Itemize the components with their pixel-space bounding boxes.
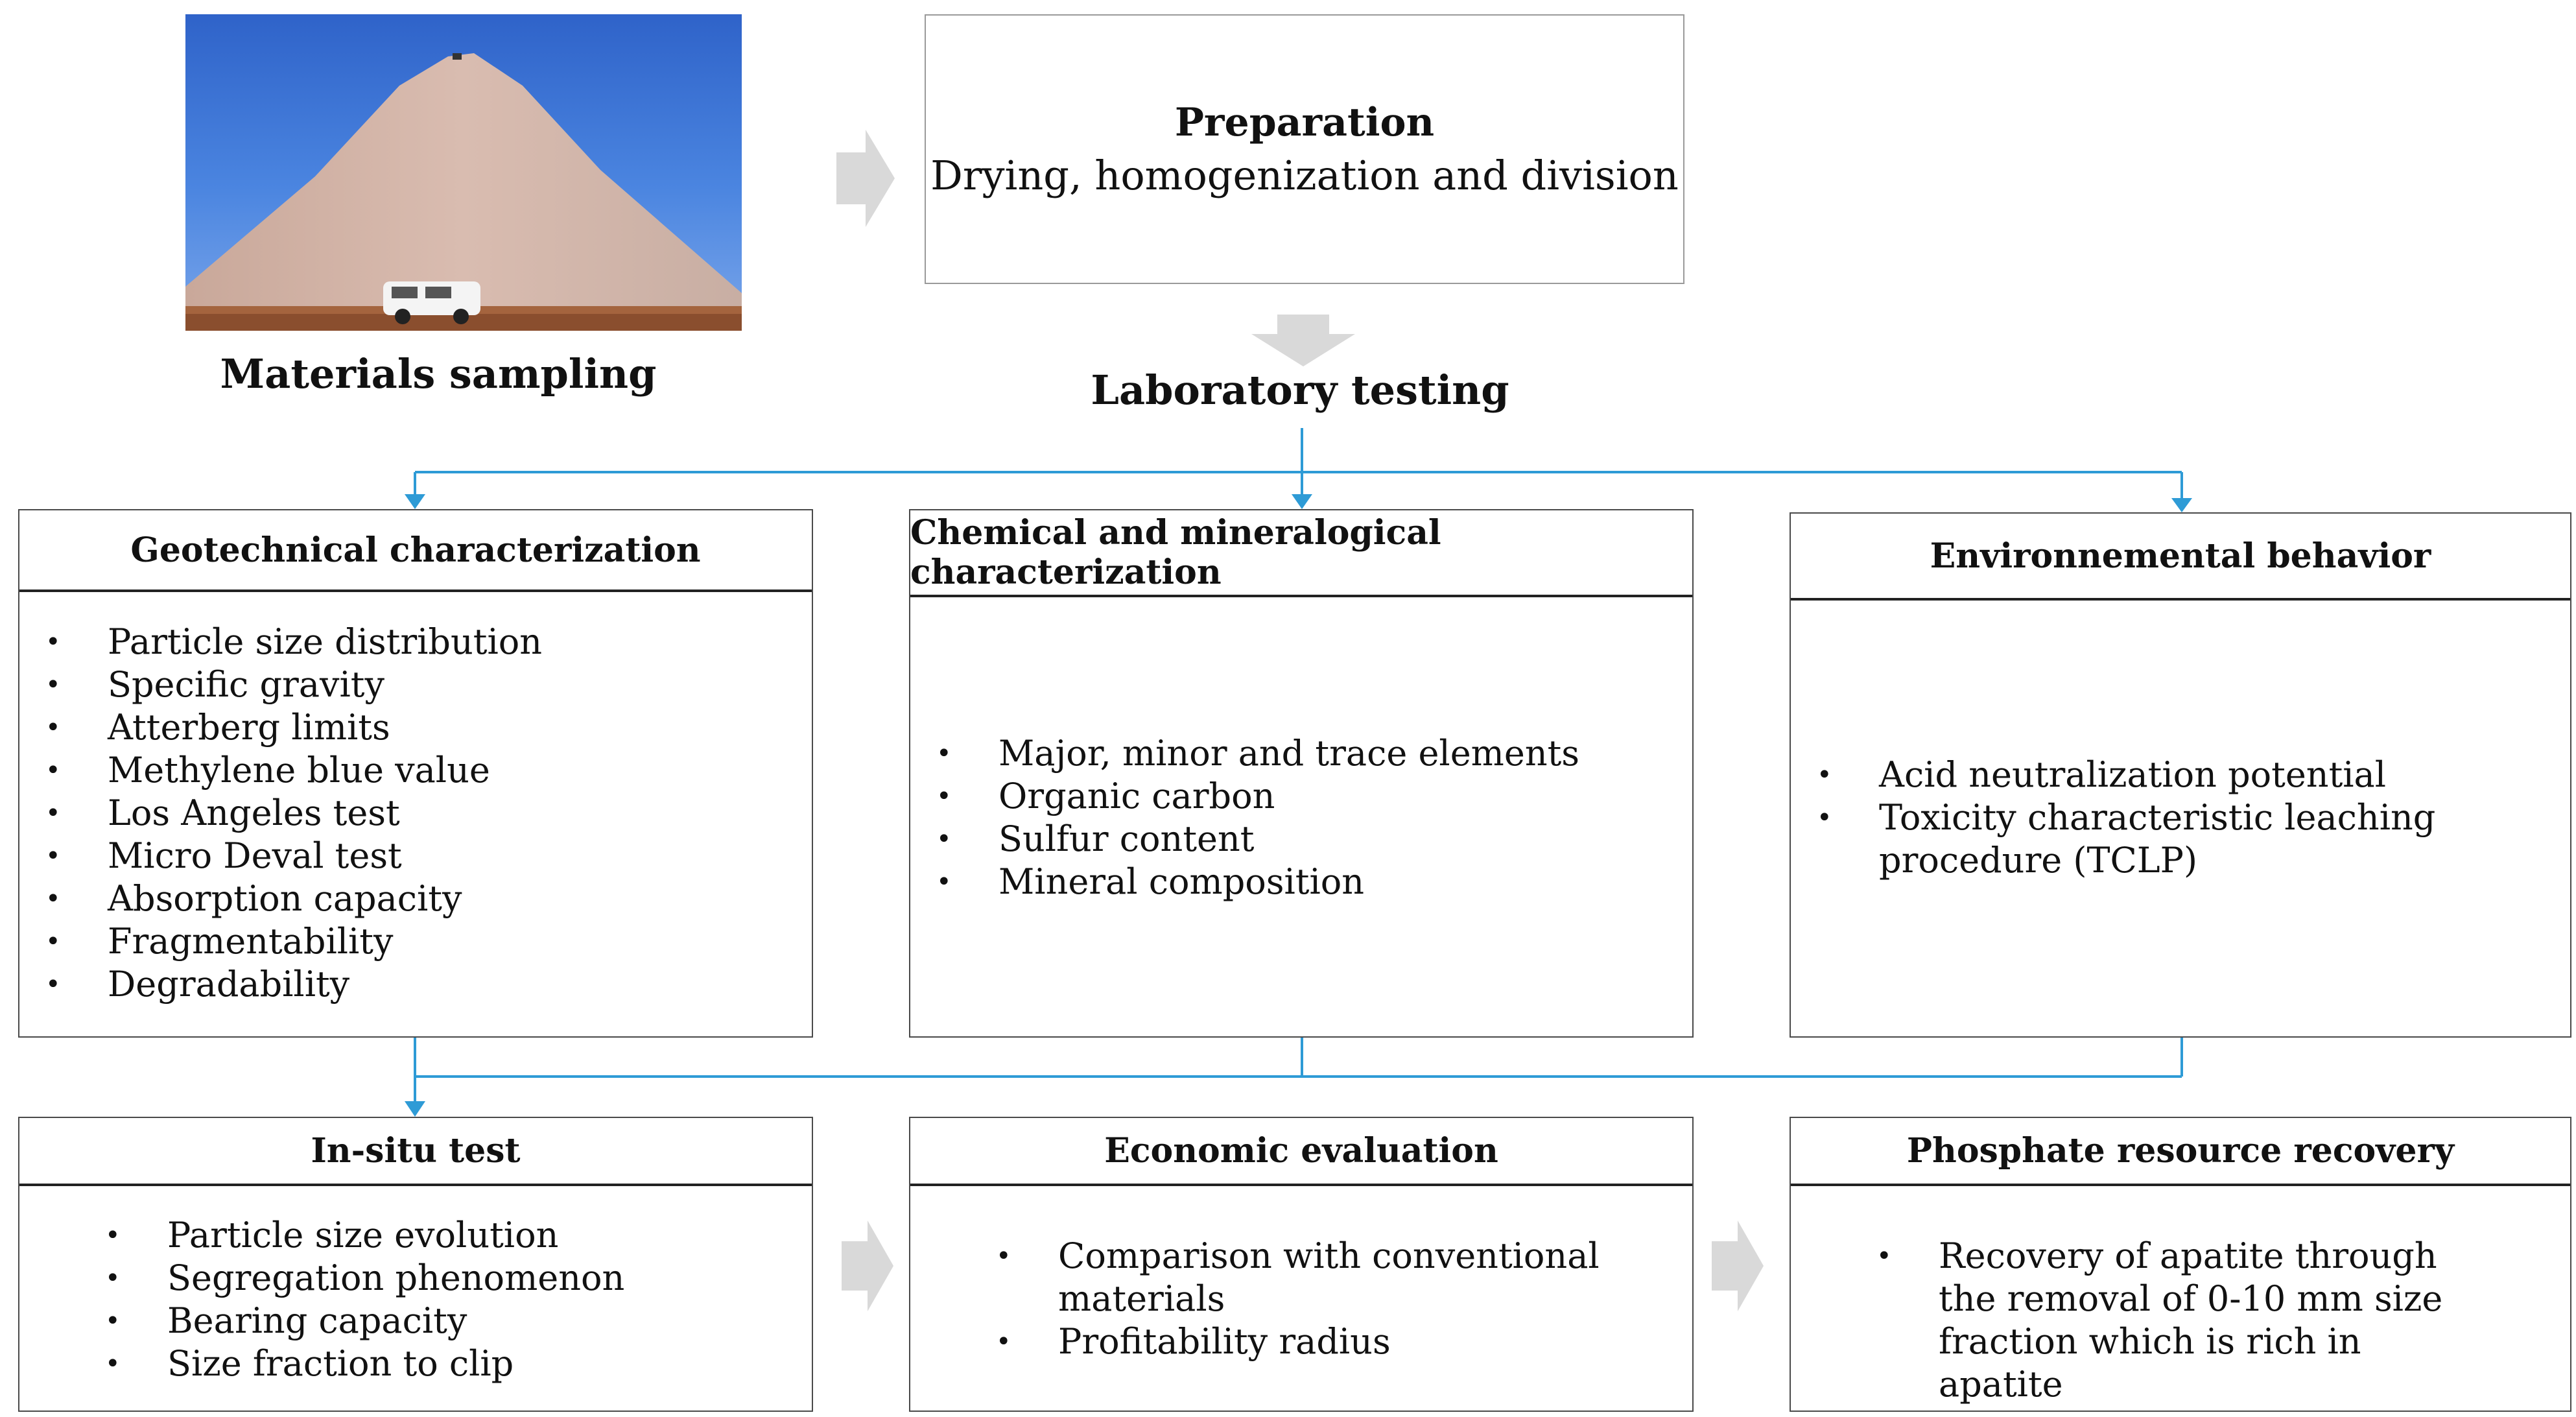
insitu-list: •Particle size evolution •Segregation ph… — [105, 1214, 625, 1385]
insitu-title: In-situ test — [19, 1118, 812, 1186]
list-item: •Absorption capacity — [45, 878, 462, 919]
preparation-text: Drying, homogenization and division — [930, 152, 1679, 199]
list-item: •Comparison with conventional materials — [996, 1235, 1600, 1319]
list-item: •Recovery of apatite through the removal… — [1876, 1235, 2443, 1405]
list-item: •Major, minor and trace elements — [936, 733, 1580, 774]
geotechnical-title: Geotechnical characterization — [19, 510, 812, 592]
environmental-list: •Acid neutralization potential •Toxicity… — [1817, 754, 2553, 882]
phosphate-list: •Recovery of apatite through the removal… — [1876, 1235, 2496, 1406]
insitu-box: In-situ test •Particle size evolution •S… — [18, 1117, 813, 1412]
list-item: •Degradability — [45, 964, 350, 1005]
preparation-box: Preparation Drying, homogenization and d… — [925, 14, 1684, 284]
preparation-title: Preparation — [1174, 100, 1435, 145]
list-item: •Size fraction to clip — [105, 1343, 514, 1384]
list-item: •Atterberg limits — [45, 707, 390, 748]
geotechnical-list: •Particle size distribution •Specific gr… — [45, 621, 543, 1006]
economic-title: Economic evaluation — [910, 1118, 1692, 1186]
environmental-box: Environnemental behavior •Acid neutraliz… — [1790, 512, 2571, 1038]
environmental-title: Environnemental behavior — [1791, 514, 2570, 601]
phosphate-box: Phosphate resource recovery •Recovery of… — [1790, 1117, 2571, 1412]
list-item: •Acid neutralization potential — [1817, 754, 2387, 795]
arrow-down-icon — [1251, 315, 1355, 366]
chemical-title: Chemical and mineralogical characterizat… — [910, 510, 1692, 597]
list-item: •Fragmentability — [45, 921, 394, 962]
list-item: •Methylene blue value — [45, 750, 490, 791]
geotechnical-box: Geotechnical characterization •Particle … — [18, 509, 813, 1038]
list-item: •Organic carbon — [936, 776, 1275, 816]
arrow-right-icon — [1712, 1221, 1764, 1311]
list-item: •Bearing capacity — [105, 1300, 467, 1341]
chemical-list: •Major, minor and trace elements •Organi… — [936, 732, 1580, 903]
list-item: •Profitability radius — [996, 1321, 1391, 1362]
arrow-right-icon — [842, 1221, 893, 1311]
list-item: •Mineral composition — [936, 861, 1365, 902]
list-item: •Micro Deval test — [45, 835, 402, 876]
list-item: •Specific gravity — [45, 664, 385, 705]
list-item: •Toxicity characteristic leaching proced… — [1817, 797, 2436, 881]
arrow-right-icon — [836, 130, 895, 227]
economic-box: Economic evaluation •Comparison with con… — [909, 1117, 1694, 1412]
list-item: •Sulfur content — [936, 818, 1255, 859]
list-item: •Los Angeles test — [45, 792, 400, 833]
lab-caption: Laboratory testing — [1091, 366, 1509, 414]
phosphate-title: Phosphate resource recovery — [1791, 1118, 2570, 1186]
economic-list: •Comparison with conventional materials … — [996, 1235, 1616, 1363]
chemical-box: Chemical and mineralogical characterizat… — [909, 509, 1694, 1038]
sampling-caption: Materials sampling — [220, 350, 657, 398]
stockpile-photo — [185, 14, 742, 331]
list-item: •Segregation phenomenon — [105, 1257, 625, 1298]
list-item: •Particle size distribution — [45, 621, 543, 662]
list-item: •Particle size evolution — [105, 1215, 559, 1256]
